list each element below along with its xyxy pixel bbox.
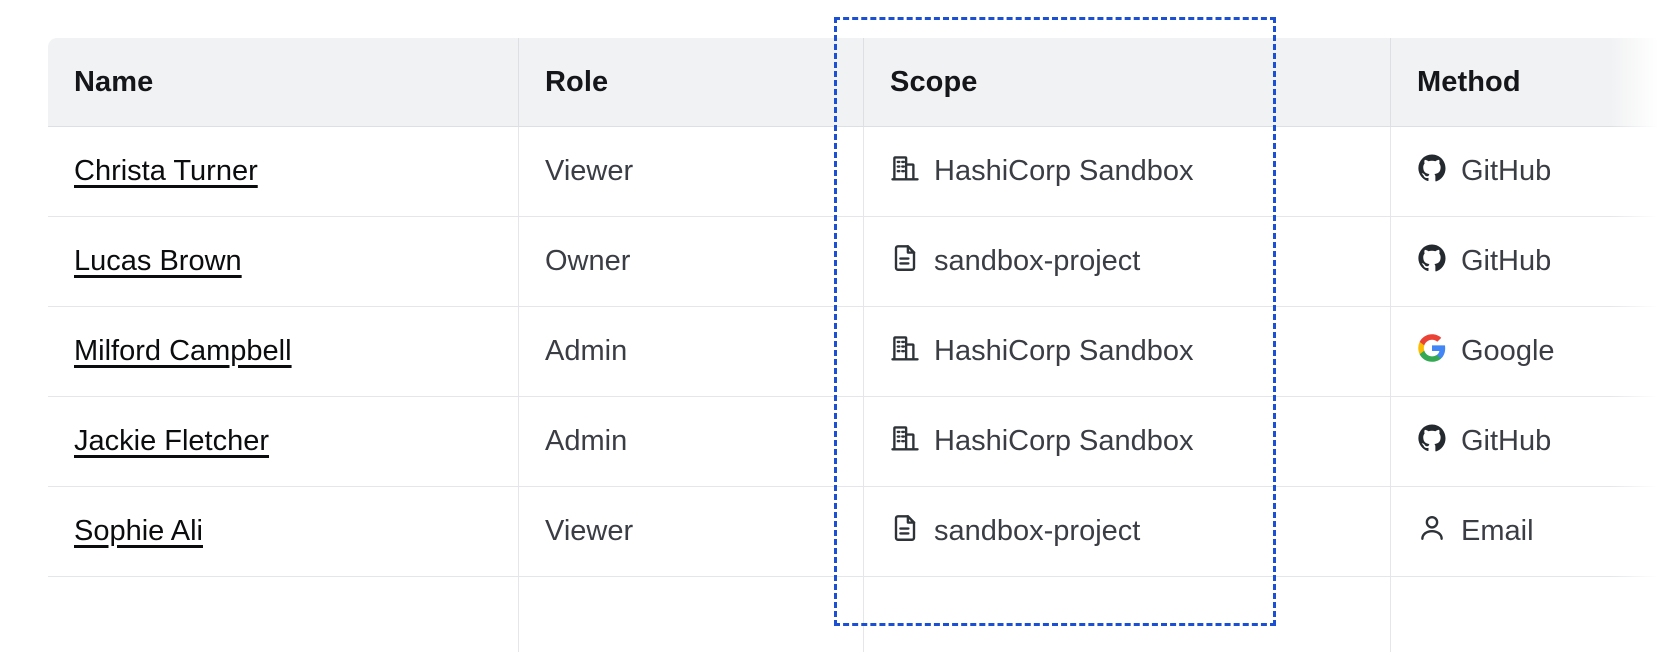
members-table-container[interactable]: Name Role Scope Method Christa Turner Vi… xyxy=(47,37,1672,652)
organization-building-icon xyxy=(890,333,920,371)
table-row xyxy=(48,576,1672,652)
cell-role: Viewer xyxy=(518,486,864,577)
column-header-role[interactable]: Role xyxy=(518,38,864,127)
cell-scope xyxy=(863,576,1391,652)
table-header-row: Name Role Scope Method xyxy=(48,38,1672,127)
cell-role: Owner xyxy=(518,216,864,307)
organization-building-icon xyxy=(890,153,920,191)
column-header-name[interactable]: Name xyxy=(48,38,519,127)
table-body: Christa Turner Viewer xyxy=(48,126,1672,652)
cell-role: Admin xyxy=(518,306,864,397)
method-label: GitHub xyxy=(1461,155,1552,187)
member-name-link[interactable]: Jackie Fletcher xyxy=(74,425,270,457)
cell-method: GitHub xyxy=(1390,396,1672,487)
cell-name xyxy=(48,576,519,652)
github-icon xyxy=(1417,423,1447,461)
table-row: Jackie Fletcher Admin xyxy=(48,396,1672,487)
table-row: Milford Campbell Admin xyxy=(48,306,1672,397)
member-name-link[interactable]: Milford Campbell xyxy=(74,335,292,367)
cell-name: Sophie Ali xyxy=(48,486,519,577)
cell-name: Milford Campbell xyxy=(48,306,519,397)
cell-scope: sandbox-project xyxy=(863,216,1391,307)
cell-name: Lucas Brown xyxy=(48,216,519,307)
cell-scope: HashiCorp Sandbox xyxy=(863,396,1391,487)
scope-label: sandbox-project xyxy=(934,515,1141,547)
github-icon xyxy=(1417,153,1447,191)
cell-scope: HashiCorp Sandbox xyxy=(863,126,1391,217)
github-icon xyxy=(1417,243,1447,281)
cell-scope: HashiCorp Sandbox xyxy=(863,306,1391,397)
scope-label: HashiCorp Sandbox xyxy=(934,335,1194,367)
scope-label: sandbox-project xyxy=(934,245,1141,277)
method-label: Email xyxy=(1461,515,1534,547)
cell-method: Google xyxy=(1390,306,1672,397)
cell-method xyxy=(1390,576,1672,652)
table-row: Christa Turner Viewer xyxy=(48,126,1672,217)
project-document-icon xyxy=(890,513,920,551)
table-header: Name Role Scope Method xyxy=(48,38,1672,127)
scope-label: HashiCorp Sandbox xyxy=(934,425,1194,457)
members-table: Name Role Scope Method Christa Turner Vi… xyxy=(47,37,1672,652)
user-person-icon xyxy=(1417,513,1447,551)
project-document-icon xyxy=(890,243,920,281)
cell-method: GitHub xyxy=(1390,126,1672,217)
column-header-scope[interactable]: Scope xyxy=(863,38,1391,127)
column-header-method[interactable]: Method xyxy=(1390,38,1672,127)
table-row: Sophie Ali Viewer sa xyxy=(48,486,1672,577)
cell-role: Admin xyxy=(518,396,864,487)
method-label: GitHub xyxy=(1461,245,1552,277)
cell-method: Email xyxy=(1390,486,1672,577)
cell-role: Viewer xyxy=(518,126,864,217)
member-name-link[interactable]: Sophie Ali xyxy=(74,515,203,547)
method-label: GitHub xyxy=(1461,425,1552,457)
organization-building-icon xyxy=(890,423,920,461)
cell-name: Christa Turner xyxy=(48,126,519,217)
table-row: Lucas Brown Owner sa xyxy=(48,216,1672,307)
cell-name: Jackie Fletcher xyxy=(48,396,519,487)
google-icon xyxy=(1417,333,1447,371)
member-name-link[interactable]: Christa Turner xyxy=(74,155,258,187)
cell-method: GitHub xyxy=(1390,216,1672,307)
cell-role xyxy=(518,576,864,652)
scope-label: HashiCorp Sandbox xyxy=(934,155,1194,187)
method-label: Google xyxy=(1461,335,1555,367)
cell-scope: sandbox-project xyxy=(863,486,1391,577)
member-name-link[interactable]: Lucas Brown xyxy=(74,245,242,277)
